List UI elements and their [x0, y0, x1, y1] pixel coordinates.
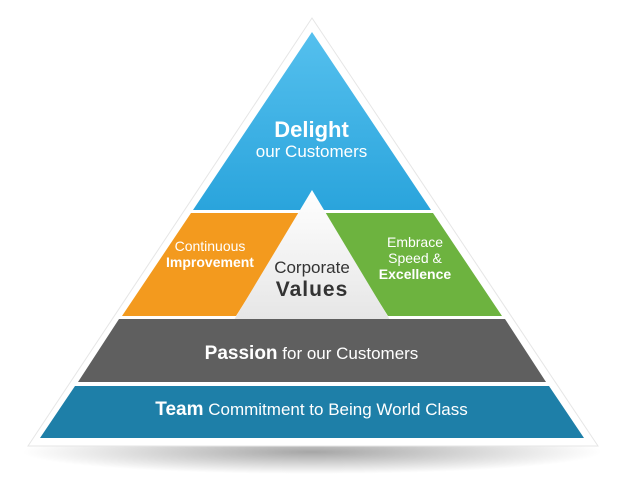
right-section — [323, 213, 502, 316]
team-band-label: Team Commitment to Being World Class — [0, 399, 623, 421]
left-section — [122, 213, 301, 316]
center-line1-text: Corporate — [274, 258, 350, 277]
right-line1-text: Embrace — [386, 234, 444, 250]
top-section — [193, 32, 431, 210]
left-line1-text: Continuous — [174, 238, 246, 254]
right-strong-text: Excellence — [378, 266, 452, 283]
top-strong-text: Delight — [274, 117, 349, 142]
right-line2-text: Speed & — [388, 250, 442, 267]
right-section-label: Embrace Speed & Excellence — [355, 234, 475, 282]
left-strong-text: Improvement — [166, 254, 254, 271]
band2-strong-text: Team — [155, 399, 204, 420]
center-section — [228, 190, 396, 330]
band1-rest-text: for our Customers — [277, 344, 419, 363]
band1-strong-text: Passion — [204, 343, 278, 364]
center-section-label: Corporate Values — [252, 258, 372, 302]
team-band — [40, 386, 584, 438]
top-section-label: Delight our Customers — [0, 117, 623, 162]
top-rest-text: our Customers — [255, 142, 368, 162]
passion-band — [78, 319, 546, 382]
left-section-label: Continuous Improvement — [150, 238, 270, 270]
band2-rest-text: Commitment to Being World Class — [203, 400, 468, 419]
passion-band-label: Passion for our Customers — [0, 343, 623, 365]
center-strong-text: Values — [275, 277, 349, 301]
